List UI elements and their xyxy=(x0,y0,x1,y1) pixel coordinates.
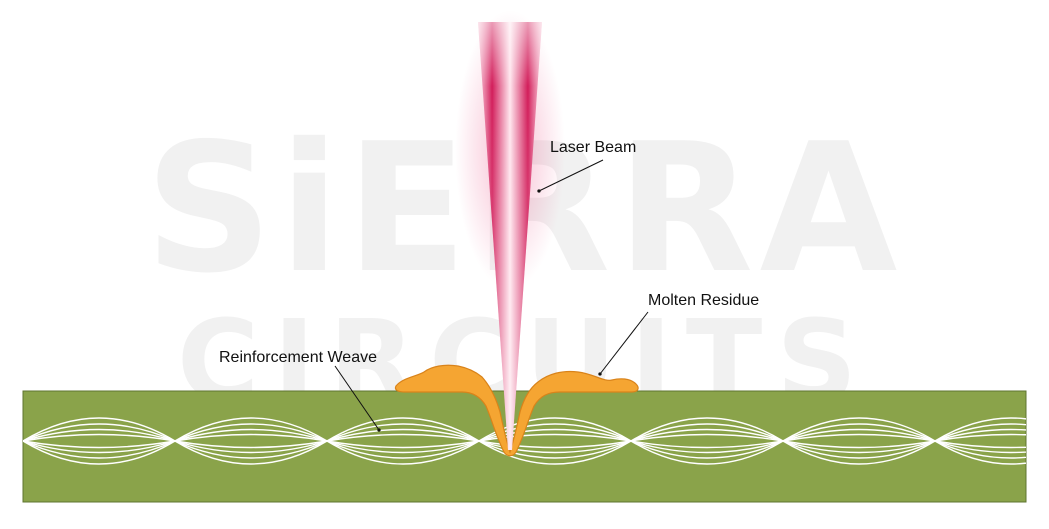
leader-line-reinforcement-weave xyxy=(334,365,381,432)
leader-line-laser-beam xyxy=(537,159,604,193)
weave-fibre-loop xyxy=(23,440,24,442)
laser-beam-highlight xyxy=(478,22,542,450)
callout-reinforcement-weave: Reinforcement Weave xyxy=(219,349,381,432)
leader-line-molten-residue xyxy=(598,311,649,376)
weave-fibre-loop xyxy=(23,440,25,442)
label-laser-beam: Laser Beam xyxy=(550,139,636,156)
weave-fibre-loop xyxy=(23,440,26,442)
label-reinforcement-weave: Reinforcement Weave xyxy=(219,349,377,366)
reinforcement-weave xyxy=(23,417,1026,465)
weave-fibre-loop xyxy=(933,423,1026,459)
callout-laser-beam: Laser Beam xyxy=(537,139,636,193)
weave-fibre-loop xyxy=(23,440,25,442)
substrate xyxy=(22,390,1027,503)
weave-fibre-loop xyxy=(934,433,1026,449)
molten-residue xyxy=(394,364,639,457)
callout-molten-residue: Molten Residue xyxy=(598,292,759,376)
label-molten-residue: Molten Residue xyxy=(648,292,759,309)
weave-fibre-loop xyxy=(933,417,1026,465)
weave-fibre-loop xyxy=(932,428,1026,454)
laser-beam xyxy=(455,10,565,450)
